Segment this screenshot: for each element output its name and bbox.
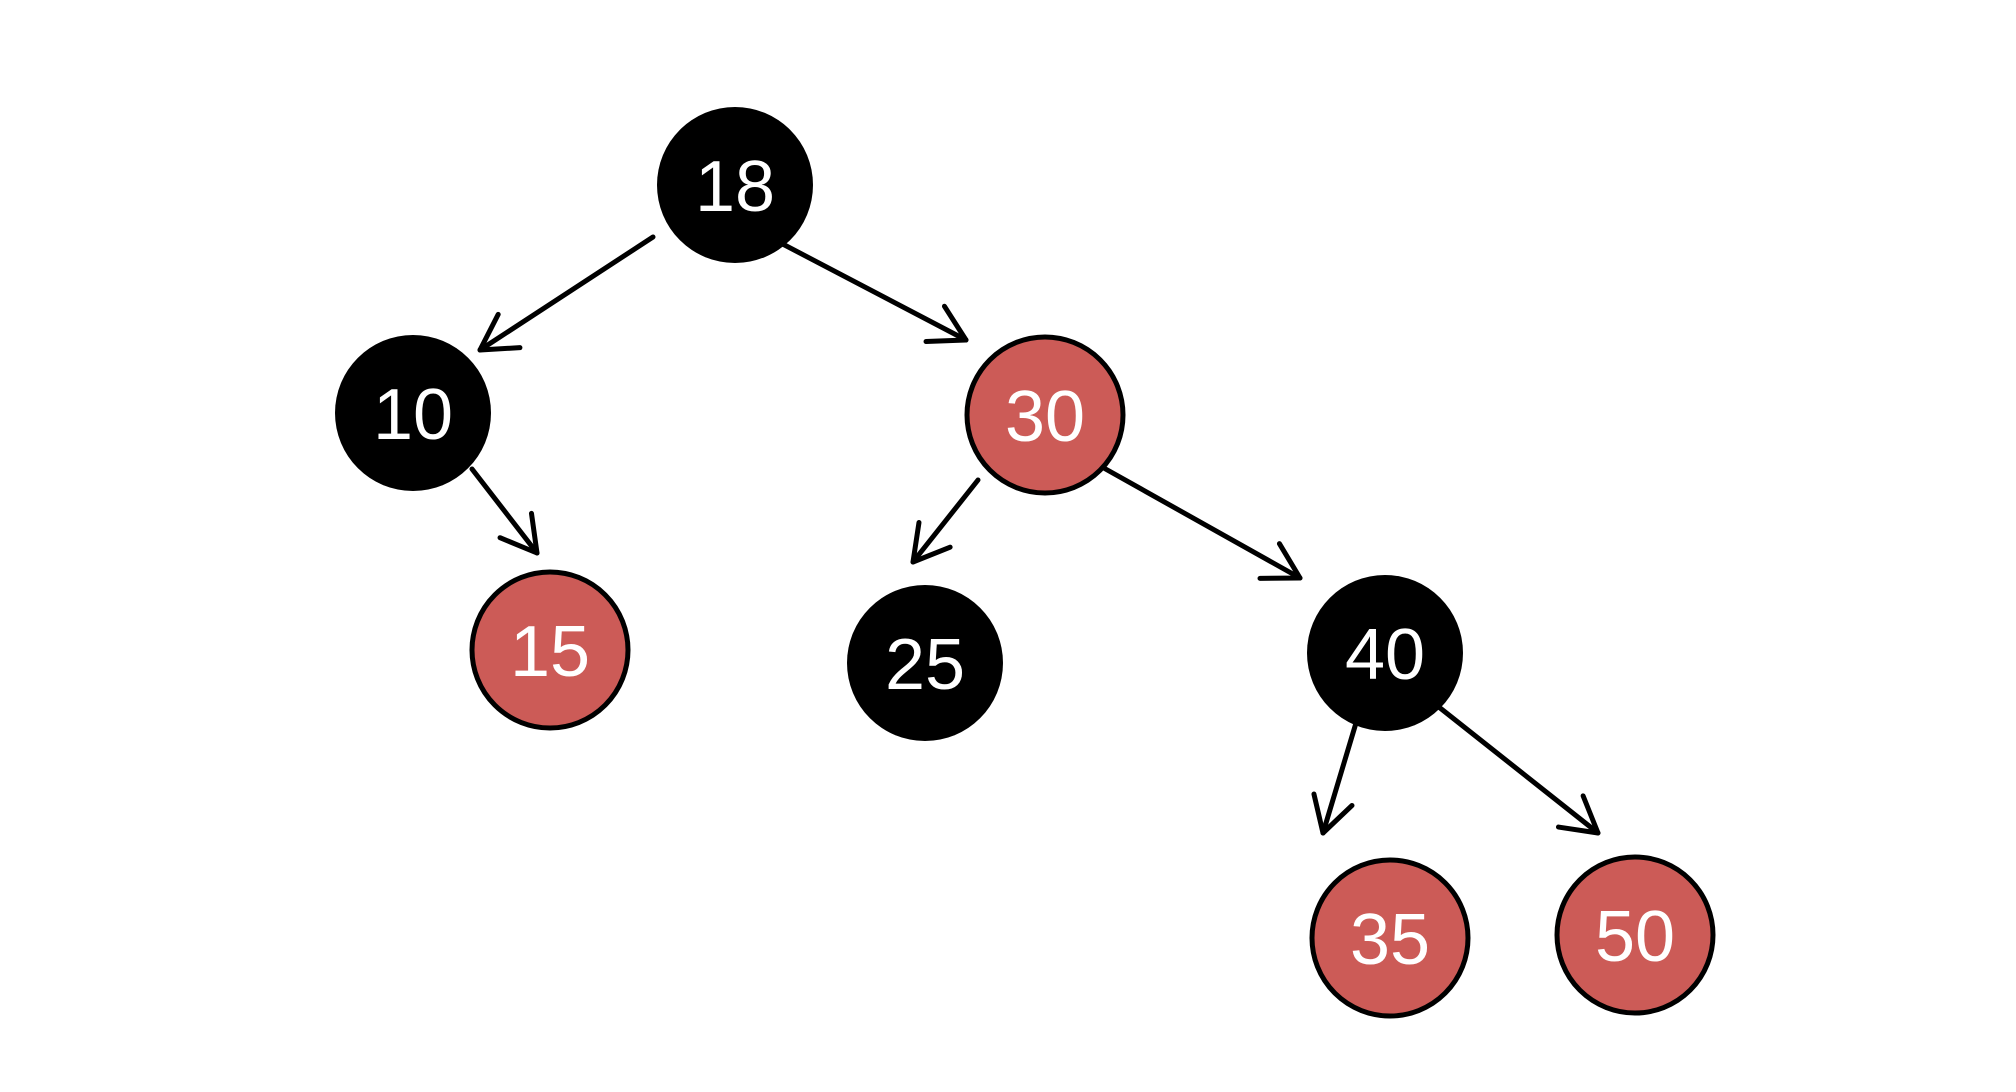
- node-circle[interactable]: [1554, 854, 1716, 1016]
- tree-node-10[interactable]: 10: [335, 335, 491, 491]
- node-circle[interactable]: [847, 585, 1003, 741]
- tree-node-15[interactable]: 15: [469, 569, 631, 731]
- tree-node-18[interactable]: 18: [657, 107, 813, 263]
- tree-edge: [772, 237, 969, 345]
- edge-line: [1320, 720, 1359, 836]
- tree-node-40[interactable]: 40: [1307, 575, 1463, 731]
- node-circle[interactable]: [1309, 857, 1471, 1019]
- arrow-head-icon: [923, 303, 969, 345]
- tree-node-30[interactable]: 30: [964, 334, 1126, 496]
- tree-edge: [1099, 464, 1303, 581]
- arrow-head-icon: [477, 311, 523, 353]
- tree-edge: [910, 477, 981, 565]
- edge-line: [477, 234, 656, 353]
- edge-line: [772, 237, 969, 343]
- arrow-head-icon: [1555, 793, 1601, 836]
- arrow-head-icon: [1257, 541, 1303, 581]
- edge-line: [1427, 697, 1601, 836]
- arrow-head-icon: [1311, 791, 1355, 836]
- arrow-head-icon: [910, 519, 953, 565]
- node-circle[interactable]: [335, 335, 491, 491]
- tree-node-50[interactable]: 50: [1554, 854, 1716, 1016]
- edge-line: [469, 466, 540, 556]
- node-circle[interactable]: [1307, 575, 1463, 731]
- tree-edge: [1311, 720, 1359, 836]
- node-circle[interactable]: [469, 569, 631, 731]
- node-circle[interactable]: [657, 107, 813, 263]
- tree-edge: [477, 234, 656, 353]
- tree-node-25[interactable]: 25: [847, 585, 1003, 741]
- tree-edge: [1427, 697, 1601, 836]
- tree-node-35[interactable]: 35: [1309, 857, 1471, 1019]
- edge-line: [910, 477, 981, 565]
- arrow-head-icon: [497, 510, 540, 556]
- edges-layer: [469, 234, 1601, 836]
- node-circle[interactable]: [964, 334, 1126, 496]
- edge-line: [1099, 464, 1303, 581]
- tree-edge: [469, 466, 540, 556]
